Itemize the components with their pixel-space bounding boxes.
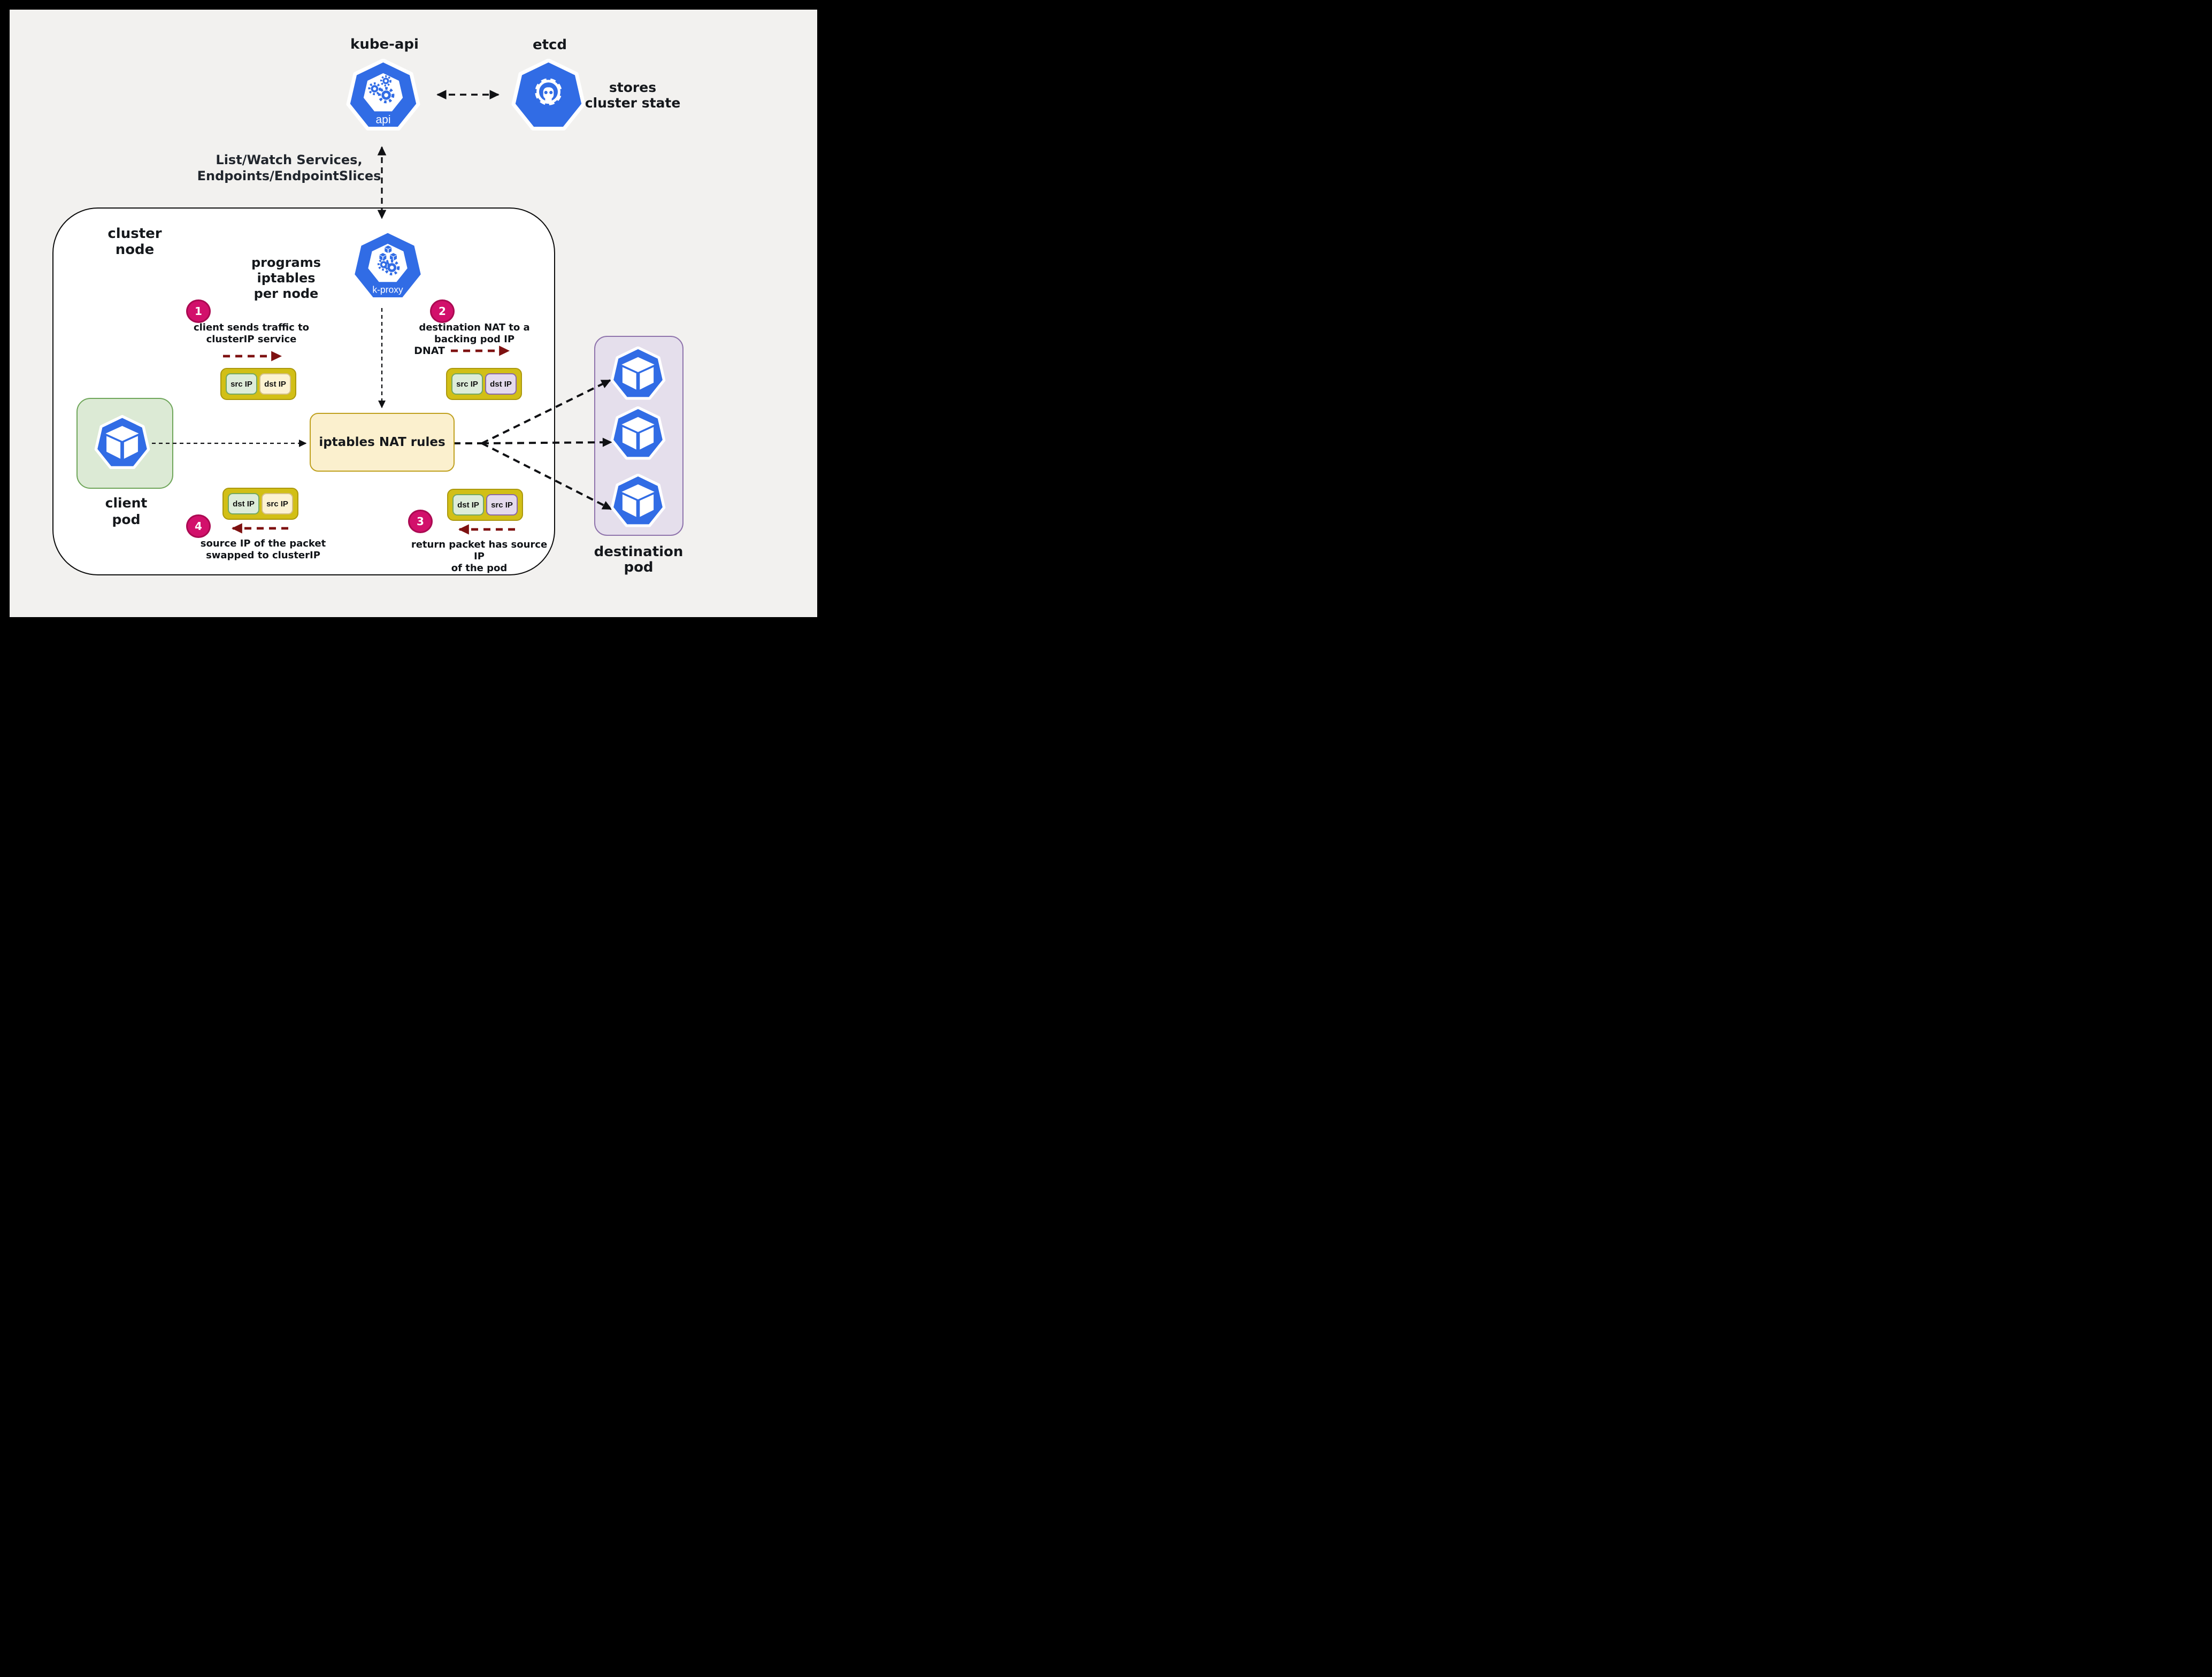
api-etcd-arrow	[436, 90, 500, 99]
step-1-note-line1: client sends traffic to	[193, 322, 310, 333]
step-3-note-line1: return packet has source IP	[411, 539, 548, 562]
step-4-number: 4	[195, 520, 202, 533]
dnat-label: DNAT	[414, 345, 445, 357]
packet-2-dst-ip: dst IP	[485, 373, 517, 395]
step-1-number: 1	[195, 305, 202, 318]
step-1-note-line2: clusterIP service	[206, 334, 297, 345]
packet-step-3: dst IP src IP	[447, 489, 523, 521]
step-3-badge: 3	[408, 510, 433, 533]
step-4-note-line1: source IP of the packet	[200, 538, 326, 549]
packet-1-dst-ip: dst IP	[259, 373, 291, 395]
kube-api-icon: api	[345, 59, 421, 134]
step-1-badge: 1	[186, 299, 211, 323]
iptables-nat-rules-box: iptables NAT rules	[310, 413, 455, 472]
step-1-note: client sends traffic to clusterIP servic…	[187, 322, 316, 345]
packet-step-4: dst IP src IP	[222, 488, 298, 520]
diagram-page: api k-proxy ipt	[0, 0, 827, 627]
etcd-icon	[510, 59, 587, 134]
list-watch-line2: Endpoints/EndpointSlices	[197, 168, 381, 183]
step-3-note-line2: of the pod	[451, 563, 508, 574]
client-pod-label-line1: client	[105, 495, 148, 511]
kproxy-to-iptables-arrow	[378, 308, 386, 409]
step-3-note: return packet has source IP of the pod	[404, 539, 554, 574]
destination-pod-label-line1: destination	[594, 544, 683, 560]
kproxy-note-line2: per node	[254, 286, 319, 301]
step-2-number: 2	[439, 305, 446, 318]
packet-step-2: src IP dst IP	[446, 368, 522, 400]
client-pod-label-line2: pod	[112, 512, 141, 527]
step-1-nat-arrow	[223, 351, 282, 361]
packet-3-dst-ip: dst IP	[452, 494, 484, 516]
client-pod-label: client pod	[83, 495, 170, 528]
packet-step-1: src IP dst IP	[220, 368, 296, 400]
packet-4-dst-ip: dst IP	[228, 493, 259, 514]
step-2-note: destination NAT to a backing pod IP	[410, 322, 539, 345]
etcd-note-line1: stores	[609, 80, 657, 95]
step-2-note-line2: backing pod IP	[434, 334, 515, 345]
kube-proxy-icon: k-proxy	[350, 229, 426, 304]
step-3-return-arrow	[458, 524, 515, 535]
etcd-note-line2: cluster state	[585, 95, 681, 111]
destination-pod-label-line2: pod	[624, 559, 654, 575]
step-4-note: source IP of the packet swapped to clust…	[199, 538, 327, 561]
step-4-badge: 4	[186, 514, 211, 538]
list-watch-note: List/Watch Services, Endpoints/EndpointS…	[197, 152, 381, 184]
destination-pod-icon-2	[610, 406, 666, 462]
iptables-nat-rules-label: iptables NAT rules	[319, 435, 446, 449]
list-watch-line1: List/Watch Services,	[216, 152, 363, 167]
step-2-dnat-arrow	[451, 345, 510, 356]
kproxy-note: programs iptables per node	[227, 255, 345, 302]
api-icon-text: api	[375, 113, 390, 126]
packet-2-src-ip: src IP	[451, 373, 483, 395]
kproxy-note-line1: programs iptables	[251, 255, 321, 286]
etcd-label: etcd	[532, 37, 567, 53]
cluster-node-label: cluster node	[107, 226, 162, 258]
destination-pod-icon-1	[610, 347, 666, 402]
step-4-swap-arrow	[231, 523, 288, 534]
step-3-number: 3	[417, 515, 424, 528]
step-2-badge: 2	[430, 299, 455, 323]
api-kproxy-arrow	[377, 146, 387, 219]
packet-3-src-ip: src IP	[486, 494, 518, 516]
kproxy-icon-text: k-proxy	[372, 284, 403, 295]
step-4-note-line2: swapped to clusterIP	[206, 550, 320, 561]
client-pod-icon	[94, 415, 150, 472]
packet-1-src-ip: src IP	[226, 373, 257, 395]
destination-pod-icon-3	[610, 474, 666, 529]
client-to-iptables-arrow	[152, 440, 307, 447]
iptables-to-pods-arrows	[454, 379, 612, 510]
destination-pod-label: destination pod	[585, 544, 692, 575]
step-2-note-line1: destination NAT to a	[419, 322, 530, 333]
etcd-note: stores cluster state	[579, 80, 686, 111]
kube-api-label: kube-api	[350, 36, 419, 52]
packet-4-src-ip: src IP	[262, 493, 293, 514]
